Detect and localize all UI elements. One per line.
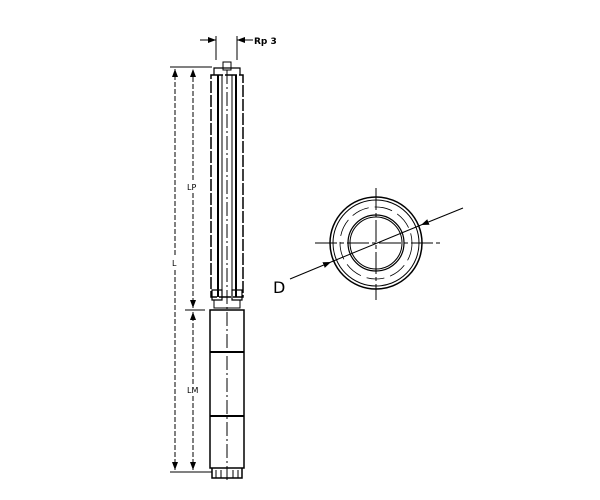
lm-label: LM (187, 386, 198, 395)
diameter-label: D (273, 278, 285, 297)
length-dimensions (170, 66, 212, 473)
pump-body (210, 61, 244, 480)
outlet-label: Rp 3 (254, 37, 277, 47)
motor-body (209, 309, 245, 479)
outlet-dimension (200, 36, 253, 60)
lp-label: LP (187, 183, 196, 192)
section-view (289, 188, 464, 300)
l-label: L (172, 259, 177, 268)
